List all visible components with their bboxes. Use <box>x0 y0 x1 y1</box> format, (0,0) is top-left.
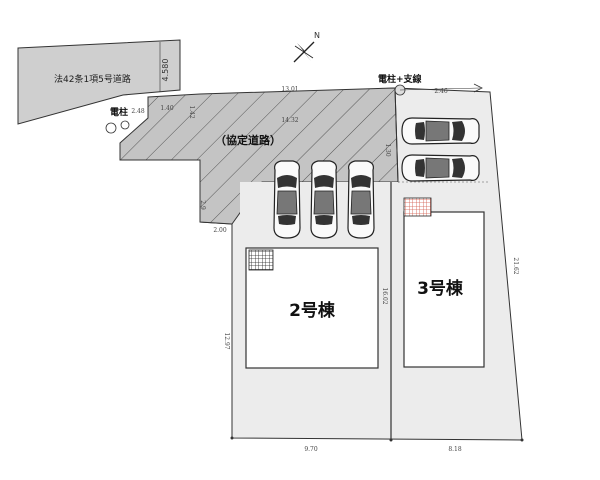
entrance-grid-unit2 <box>248 249 274 271</box>
utility-pole <box>120 120 130 130</box>
stay-wire-line <box>399 87 481 91</box>
public-road-label: 法42条1項5号道路 <box>54 73 131 85</box>
dim-lot-left: 12.97 <box>223 332 230 349</box>
utility-pole <box>105 122 117 134</box>
pole-with-stay-label: 電柱+支線 <box>378 73 422 85</box>
dim-lot-mid: 16.02 <box>381 287 388 304</box>
building-unit3 <box>403 211 485 368</box>
dim-road-right: 1.30 <box>384 143 391 157</box>
lot-top-right-line <box>394 87 399 183</box>
road-width-label: 4.580 <box>161 59 170 82</box>
building-unit2-label: 2号棟 <box>289 300 336 321</box>
dim-lot-right: 21.62 <box>512 257 519 274</box>
parked-car <box>401 154 480 182</box>
dim-lot-left-upper: 2.9 <box>199 200 206 210</box>
north-compass-icon <box>293 41 315 63</box>
parked-car <box>310 160 338 239</box>
dim-left-top-a: 2.48 <box>131 108 145 115</box>
public-road <box>17 39 181 125</box>
corner-mark <box>520 438 524 442</box>
dim-top-right: 2.46 <box>434 88 448 95</box>
parked-car <box>273 160 301 239</box>
parked-car <box>401 117 480 145</box>
dim-road-mid: 14.32 <box>281 117 298 124</box>
entrance-grid-unit3 <box>403 197 432 217</box>
dim-lot-bottom-left: 9.70 <box>304 446 318 453</box>
arrow-icon <box>473 83 483 93</box>
parked-car <box>347 160 375 239</box>
dim-lot-corner: 2.00 <box>213 227 227 234</box>
north-label: N <box>314 31 320 40</box>
dim-lot-bottom-right: 8.18 <box>448 446 462 453</box>
pole-label: 電柱 <box>110 106 128 118</box>
corner-mark <box>230 436 234 440</box>
building-unit3-label: 3号棟 <box>417 278 464 299</box>
dim-left-top-c: 1.42 <box>188 105 195 119</box>
dim-left-top-b: 1.40 <box>160 105 174 112</box>
corner-mark <box>389 438 393 442</box>
agreement-road <box>119 87 399 225</box>
agreement-road-label: （協定道路） <box>215 133 281 147</box>
dim-road-top: 13.01 <box>281 86 298 93</box>
